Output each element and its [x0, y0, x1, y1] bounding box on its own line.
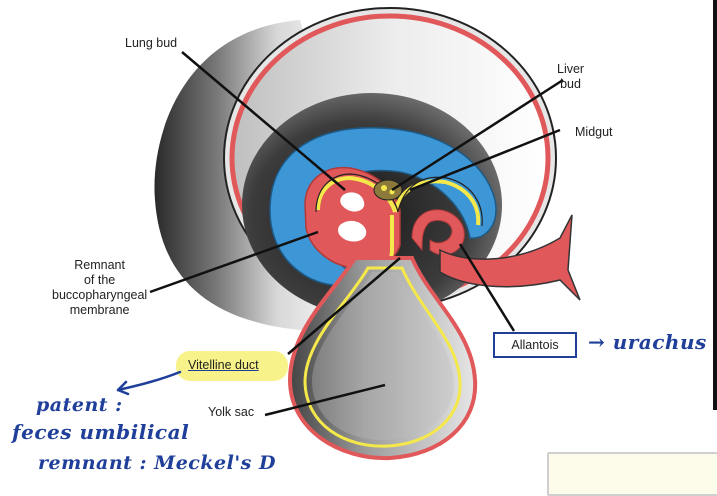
liver-bud: [374, 180, 402, 200]
hand-arrows: [118, 372, 180, 394]
note-fecal: feces umbilical: [12, 420, 189, 444]
label-lung-bud: Lung bud: [125, 36, 177, 51]
label-liver-bud: Liver bud: [557, 62, 584, 92]
label-vitelline-duct: Vitelline duct: [188, 358, 259, 373]
note-patent: patent :: [36, 394, 123, 416]
note-box: [547, 452, 717, 496]
label-midgut: Midgut: [575, 125, 613, 140]
label-remnant: Remnant of the buccopharyngeal membrane: [52, 258, 147, 318]
note-meckel: remnant : Meckel's D: [38, 452, 276, 474]
label-yolk-sac: Yolk sac: [208, 405, 254, 420]
label-allantois: Allantois: [493, 332, 577, 358]
note-urachus: → urachus: [588, 330, 707, 354]
right-edge-strip: [713, 0, 717, 410]
